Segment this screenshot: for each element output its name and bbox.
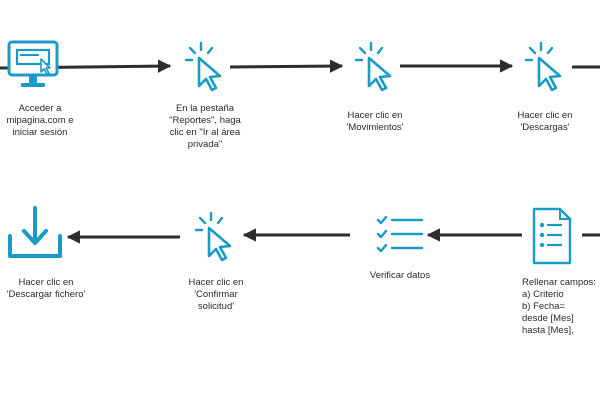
step-label-acceder: Acceder a mipagina.com e iniciar sesión [6,103,74,138]
step-label-verificar: Verificar datos [369,270,431,281]
click-cursor-icon [354,41,392,92]
step-label-confirmar: Hacer clic en 'Confirmar solicitud' [188,277,244,312]
step-label-rellenar: Rellenar campos: a) Criterio b) Fecha= d… [522,277,596,336]
monitor-cursor-icon [7,40,59,87]
download-icon [8,206,62,258]
click-cursor-icon [194,211,232,262]
connector-arrow-2 [229,59,344,73]
form-document-icon [532,207,572,265]
step-label-reportes: En la pestaña "Reportes", haga clic en "… [169,103,241,150]
click-cursor-icon [524,41,562,92]
step-label-descargas: Hacer clic en 'Descargas' [517,110,573,133]
step-label-descargar: Hacer clic en 'Descargar fichero' [6,277,86,300]
click-cursor-icon [184,41,222,92]
checklist-icon [376,215,424,253]
step-label-movimientos: Hacer clic en 'Movimientos' [346,110,404,133]
